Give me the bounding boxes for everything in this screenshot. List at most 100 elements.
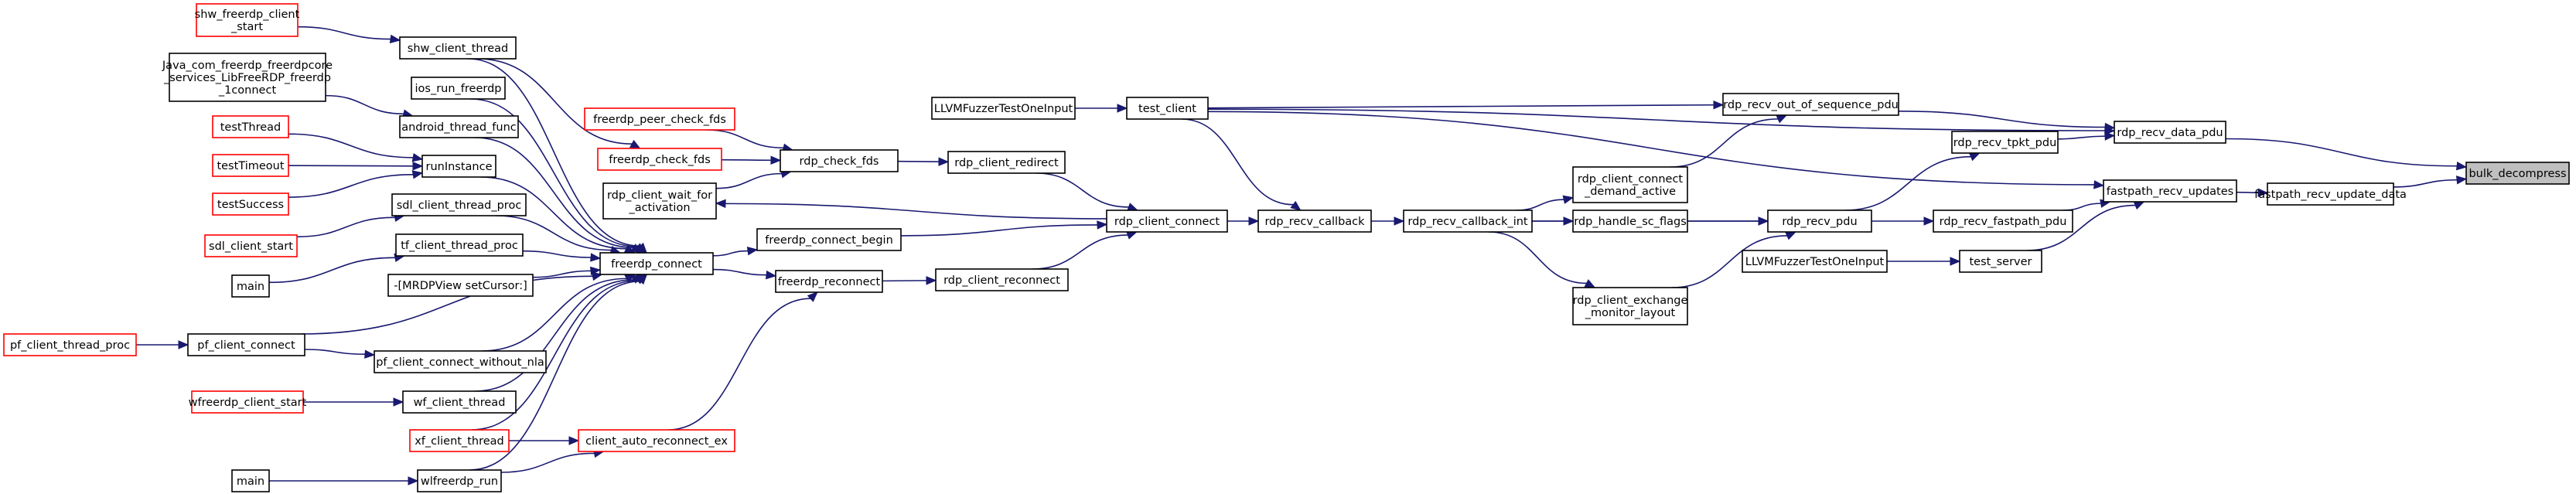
node-rdp_recv_tpkt_pdu[interactable]: rdp_recv_tpkt_pdu xyxy=(1951,131,2059,154)
node-fastpath_recv_update_data[interactable]: fastpath_recv_update_data xyxy=(2254,182,2407,206)
node-sdl_client_start[interactable]: sdl_client_start xyxy=(204,234,298,257)
node-box[interactable] xyxy=(374,350,547,373)
node-rdp_client_connect[interactable]: rdp_client_connect xyxy=(1106,210,1228,233)
node-box[interactable] xyxy=(1403,210,1533,233)
node-box[interactable] xyxy=(780,149,899,172)
node-rdp_handle_sc_flags[interactable]: rdp_handle_sc_flags xyxy=(1572,210,1688,233)
node-wf_client_thread[interactable]: wf_client_thread xyxy=(402,390,517,414)
node-box[interactable] xyxy=(2465,162,2570,185)
node-box[interactable] xyxy=(597,148,722,171)
node-rdp_recv_fastpath_pdu[interactable]: rdp_recv_fastpath_pdu xyxy=(1933,210,2073,233)
node-Java_com_freerdp[interactable]: Java_com_freerdp_freerdpcore_services_Li… xyxy=(162,53,333,102)
node-box[interactable] xyxy=(1933,210,2073,233)
node-testThread[interactable]: testThread xyxy=(212,115,289,138)
node-box[interactable] xyxy=(775,270,883,293)
node-ios_run_freerdp[interactable]: ios_run_freerdp xyxy=(411,77,506,100)
node-box[interactable] xyxy=(421,155,496,178)
node-shw_freerdp_client_start[interactable]: shw_freerdp_client_start xyxy=(195,3,300,37)
node-MRDPView_setCursor[interactable]: -[MRDPView setCursor:] xyxy=(387,274,534,297)
node-rdp_recv_callback[interactable]: rdp_recv_callback xyxy=(1257,210,1372,233)
node-box[interactable] xyxy=(411,77,506,100)
node-box[interactable] xyxy=(391,193,527,216)
node-freerdp_check_fds[interactable]: freerdp_check_fds xyxy=(597,148,722,171)
node-runInstance[interactable]: runInstance xyxy=(421,155,496,178)
node-bulk_decompress[interactable]: bulk_decompress xyxy=(2465,162,2570,185)
node-box[interactable] xyxy=(599,252,714,275)
node-box[interactable] xyxy=(191,390,304,414)
node-client_auto_reconnect_ex[interactable]: client_auto_reconnect_ex xyxy=(578,429,735,452)
node-box[interactable] xyxy=(756,228,902,251)
node-box[interactable] xyxy=(1767,210,1872,233)
node-freerdp_reconnect[interactable]: freerdp_reconnect xyxy=(775,270,883,293)
node-box[interactable] xyxy=(212,154,289,177)
node-box[interactable] xyxy=(935,268,1069,291)
node-box[interactable] xyxy=(1951,131,2059,154)
node-android_thread_func[interactable]: android_thread_func xyxy=(399,115,519,138)
node-box[interactable] xyxy=(196,3,299,37)
node-testSuccess[interactable]: testSuccess xyxy=(212,192,289,216)
node-box[interactable] xyxy=(2267,182,2394,206)
node-freerdp_connect_begin[interactable]: freerdp_connect_begin xyxy=(756,228,902,251)
node-fastpath_recv_updates[interactable]: fastpath_recv_updates xyxy=(2103,179,2237,203)
node-xf_client_thread[interactable]: xf_client_thread xyxy=(409,429,510,452)
node-rdp_recv_out_of_sequence_pdu[interactable]: rdp_recv_out_of_sequence_pdu xyxy=(1722,93,1899,116)
node-box[interactable] xyxy=(399,115,519,138)
node-box[interactable] xyxy=(578,429,735,452)
node-box[interactable] xyxy=(947,151,1066,174)
node-box[interactable] xyxy=(2103,179,2237,203)
node-box[interactable] xyxy=(409,429,510,452)
node-box[interactable] xyxy=(212,192,289,216)
node-box[interactable] xyxy=(402,390,517,414)
node-rdp_recv_data_pdu[interactable]: rdp_recv_data_pdu xyxy=(2114,121,2226,144)
node-LLVMFuzzerTestOneInput_2[interactable]: LLVMFuzzerTestOneInput xyxy=(1742,250,1888,273)
node-box[interactable] xyxy=(169,53,326,102)
node-box[interactable] xyxy=(1572,210,1688,233)
node-main_1[interactable]: main xyxy=(231,274,270,298)
node-box[interactable] xyxy=(231,469,270,492)
node-box[interactable] xyxy=(187,333,305,356)
node-freerdp_peer_check_fds[interactable]: freerdp_peer_check_fds xyxy=(584,107,735,131)
node-box[interactable] xyxy=(395,233,524,257)
node-box[interactable] xyxy=(417,469,502,492)
node-wfreerdp_client_start[interactable]: wfreerdp_client_start xyxy=(189,390,307,414)
node-shw_client_thread[interactable]: shw_client_thread xyxy=(399,36,517,60)
node-box[interactable] xyxy=(212,115,289,138)
node-pf_client_thread_proc[interactable]: pf_client_thread_proc xyxy=(3,333,137,356)
node-box[interactable] xyxy=(204,234,298,257)
node-rdp_recv_pdu[interactable]: rdp_recv_pdu xyxy=(1767,210,1872,233)
node-box[interactable] xyxy=(584,107,735,131)
node-LLVMFuzzerTestOneInput_1[interactable]: LLVMFuzzerTestOneInput xyxy=(931,97,1076,120)
node-rdp_client_exchange_monitor_layout[interactable]: rdp_client_exchange_monitor_layout xyxy=(1572,287,1688,325)
node-rdp_client_reconnect[interactable]: rdp_client_reconnect xyxy=(935,268,1069,291)
node-box[interactable] xyxy=(602,182,717,220)
node-test_client[interactable]: test_client xyxy=(1126,97,1209,120)
node-tf_client_thread_proc[interactable]: tf_client_thread_proc xyxy=(395,233,524,257)
node-box[interactable] xyxy=(931,97,1076,120)
node-pf_client_connect[interactable]: pf_client_connect xyxy=(187,333,305,356)
node-box[interactable] xyxy=(3,333,137,356)
node-box[interactable] xyxy=(1572,287,1688,325)
node-rdp_client_connect_demand_active[interactable]: rdp_client_connect_demand_active xyxy=(1572,166,1688,203)
node-box[interactable] xyxy=(1959,250,2042,273)
node-box[interactable] xyxy=(1742,250,1888,273)
node-wlfreerdp_run[interactable]: wlfreerdp_run xyxy=(417,469,502,492)
node-box[interactable] xyxy=(1257,210,1372,233)
node-box[interactable] xyxy=(2114,121,2226,144)
node-test_server[interactable]: test_server xyxy=(1959,250,2042,273)
node-rdp_client_wait_for_activation[interactable]: rdp_client_wait_for_activation xyxy=(602,182,717,220)
node-box[interactable] xyxy=(1106,210,1228,233)
node-box[interactable] xyxy=(231,274,270,298)
node-pf_client_connect_without_nla[interactable]: pf_client_connect_without_nla xyxy=(374,350,547,373)
node-box[interactable] xyxy=(1572,166,1688,203)
node-box[interactable] xyxy=(399,36,517,60)
node-testTimeout[interactable]: testTimeout xyxy=(212,154,289,177)
node-freerdp_connect[interactable]: freerdp_connect xyxy=(599,252,714,275)
node-rdp_check_fds[interactable]: rdp_check_fds xyxy=(780,149,899,172)
node-rdp_client_redirect[interactable]: rdp_client_redirect xyxy=(947,151,1066,174)
node-rdp_recv_callback_int[interactable]: rdp_recv_callback_int xyxy=(1403,210,1533,233)
node-box[interactable] xyxy=(1126,97,1209,120)
node-main_2[interactable]: main xyxy=(231,469,270,492)
node-sdl_client_thread_proc[interactable]: sdl_client_thread_proc xyxy=(391,193,527,216)
node-box[interactable] xyxy=(387,274,534,297)
node-box[interactable] xyxy=(1722,93,1899,116)
